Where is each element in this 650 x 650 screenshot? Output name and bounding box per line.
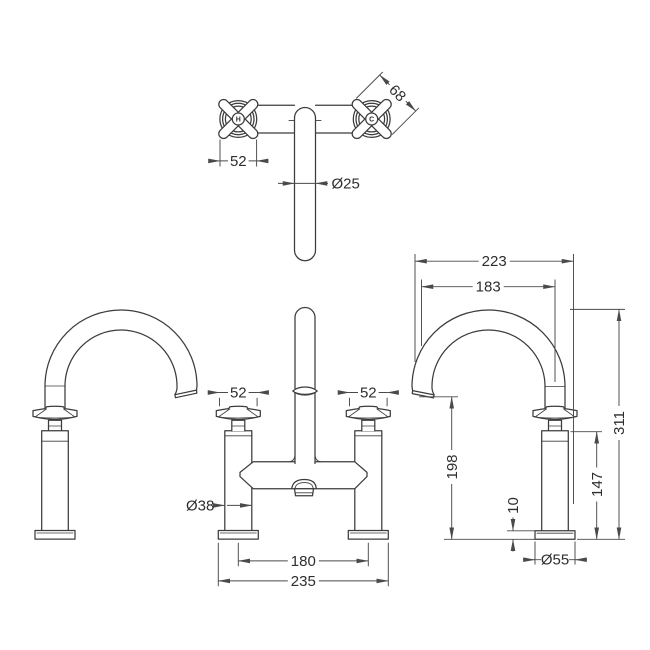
dim-outlet-height-198: 198 (419, 396, 535, 540)
dim-label-base-height: 10 (505, 497, 522, 514)
body-left (41, 430, 69, 532)
mixer-body (239, 461, 368, 490)
dim-base-diameter-55: Ø55 (523, 541, 587, 569)
dim-handle-width-52-top: 52 (208, 139, 269, 170)
dim-spout-diameter-25: Ø25 (278, 175, 360, 192)
dim-label-base-diameter: Ø55 (541, 552, 569, 569)
base-plate-front-left (217, 529, 259, 540)
front-view: 52 52 Ø38 180 235 (186, 306, 399, 590)
dim-label-spout-projection: 183 (476, 279, 501, 296)
dim-label-overall-width: 235 (291, 573, 316, 590)
spout-pipe-plan (293, 106, 317, 262)
spout-outlet-front (292, 386, 318, 396)
base-plate-front-right (347, 529, 389, 540)
handle-side-front-left (215, 405, 261, 421)
dim-spout-projection-183: 183 (421, 279, 556, 382)
spout-riser-front (289, 306, 321, 465)
dim-label-right-handle: 52 (360, 385, 377, 402)
base-plate-right (534, 530, 576, 540)
dim-overall-width-235: 235 (217, 542, 389, 590)
side-view-right: 223 183 311 198 (411, 253, 628, 569)
dim-left-handle-52: 52 (207, 385, 269, 407)
handle-side-front-right (345, 405, 391, 421)
dim-label-left-handle: 52 (230, 385, 247, 402)
cold-marking: C (369, 117, 374, 124)
dim-label-outlet-height: 198 (444, 454, 461, 479)
side-view-left (32, 309, 198, 540)
body-right (541, 430, 569, 532)
diverter (291, 478, 317, 497)
dim-label-overall-projection: 223 (482, 253, 507, 270)
base-plate-left (34, 529, 76, 540)
dim-inlet-centres-180: 180 (237, 542, 369, 570)
spout-outlet-tip (174, 389, 198, 399)
spout-right (411, 309, 566, 409)
dim-overall-height-311: 311 (570, 308, 628, 540)
spout-left (44, 309, 198, 409)
hot-marking: H (236, 117, 241, 124)
hot-handle-plan: H (218, 98, 259, 140)
handle-hub (365, 112, 379, 126)
top-view: H C 52 68 (208, 71, 420, 262)
dim-overall-projection-223: 223 (414, 253, 574, 504)
dim-label-leg-diameter: Ø38 (186, 497, 214, 514)
handle-side-right (532, 405, 578, 421)
dim-label-body-height: 147 (589, 472, 606, 497)
handle-bar (255, 104, 355, 134)
cold-handle-plan: C (351, 98, 392, 140)
dim-body-height-147: 147 (570, 431, 606, 540)
handle-hub (231, 112, 245, 126)
handle-side-left (32, 405, 78, 421)
dim-right-handle-52: 52 (337, 385, 399, 407)
dim-label-handle-width: 52 (230, 153, 247, 170)
dim-leg-diameter-38: Ø38 (186, 497, 253, 514)
dim-base-height-10: 10 (505, 497, 536, 552)
dim-handle-diagonal-68: 68 (355, 71, 420, 135)
dim-label-inlet-centres: 180 (291, 553, 316, 570)
dim-label-spout-diameter: Ø25 (332, 175, 360, 192)
dim-label-overall-height: 311 (611, 411, 628, 435)
